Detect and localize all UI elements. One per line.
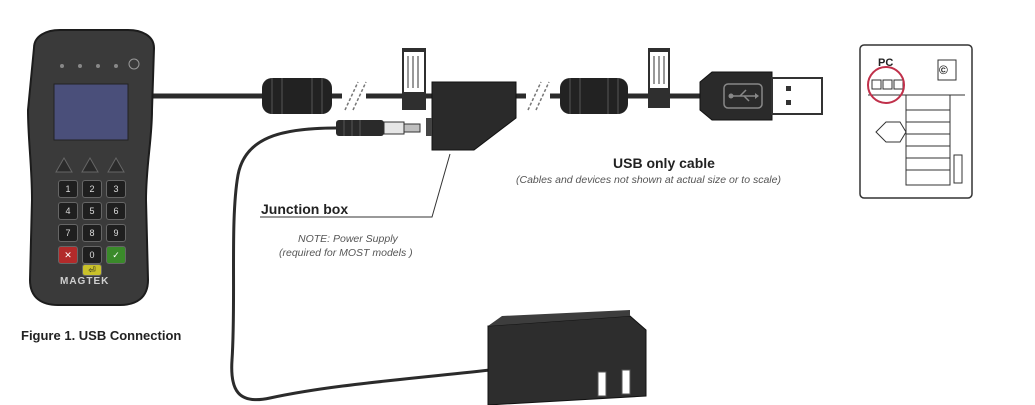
device-screen	[53, 83, 129, 141]
figure-caption: Figure 1. USB Connection	[21, 328, 182, 343]
power-adapter	[487, 310, 647, 405]
cable-tag-right	[648, 48, 670, 108]
keypad-key: 3	[106, 180, 126, 198]
power-note-line1: NOTE: Power Supply	[298, 233, 398, 245]
cable-tag-left	[402, 48, 426, 110]
ferrite-bead-right	[560, 78, 628, 114]
keypad-key: 5	[82, 202, 102, 220]
power-cable	[230, 120, 491, 402]
keypad-key: ⏎	[82, 264, 102, 276]
usb-connector	[699, 71, 823, 121]
junction-box-leader	[260, 153, 451, 218]
keypad-key: 0	[82, 246, 102, 264]
power-note-line2: (required for MOST models )	[279, 247, 413, 259]
keypad-key: ✓	[106, 246, 126, 264]
device-brand: MAGTEK	[60, 276, 110, 287]
junction-box	[426, 81, 517, 151]
cable-break-icon	[342, 81, 367, 111]
cable-break-icon-right	[526, 81, 550, 111]
keypad-key: 4	[58, 202, 78, 220]
pc-label: PC	[878, 57, 894, 69]
keypad-key: 7	[58, 224, 78, 242]
copyright-icon: ©	[939, 63, 948, 77]
cable-note: (Cables and devices not shown at actual …	[516, 174, 781, 186]
pc-illustration	[859, 44, 973, 199]
keypad-key: 2	[82, 180, 102, 198]
keypad-key: 9	[106, 224, 126, 242]
keypad-key: 8	[82, 224, 102, 242]
usb-cable-label: USB only cable	[613, 155, 715, 171]
keypad-key: 1	[58, 180, 78, 198]
usb-port-highlight	[867, 66, 905, 104]
ferrite-bead-left	[262, 78, 332, 114]
keypad-key: 6	[106, 202, 126, 220]
junction-box-label: Junction box	[261, 201, 349, 217]
keypad-key: ✕	[58, 246, 78, 264]
usb-icon	[728, 89, 759, 102]
